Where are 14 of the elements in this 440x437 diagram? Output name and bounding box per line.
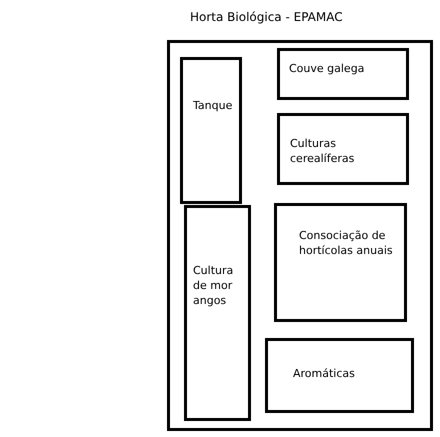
garden-bed <box>277 48 409 100</box>
bed-label: Cultura de morangos <box>193 263 234 308</box>
garden-bed <box>184 205 251 421</box>
bed-label: Couve galega <box>289 61 366 76</box>
garden-border <box>167 40 433 431</box>
plan-title: Horta Biológica - EPAMAC <box>190 10 343 24</box>
bed-label: Tanque <box>193 98 234 113</box>
bed-label: Aromáticas <box>293 366 356 381</box>
garden-bed <box>265 338 414 413</box>
garden-bed <box>180 57 242 204</box>
bed-label: Culturas cerealíferas <box>290 136 356 166</box>
garden-bed <box>277 113 409 185</box>
bed-label: Consociação de hortícolas anuais <box>299 228 394 258</box>
garden-bed <box>274 203 407 322</box>
